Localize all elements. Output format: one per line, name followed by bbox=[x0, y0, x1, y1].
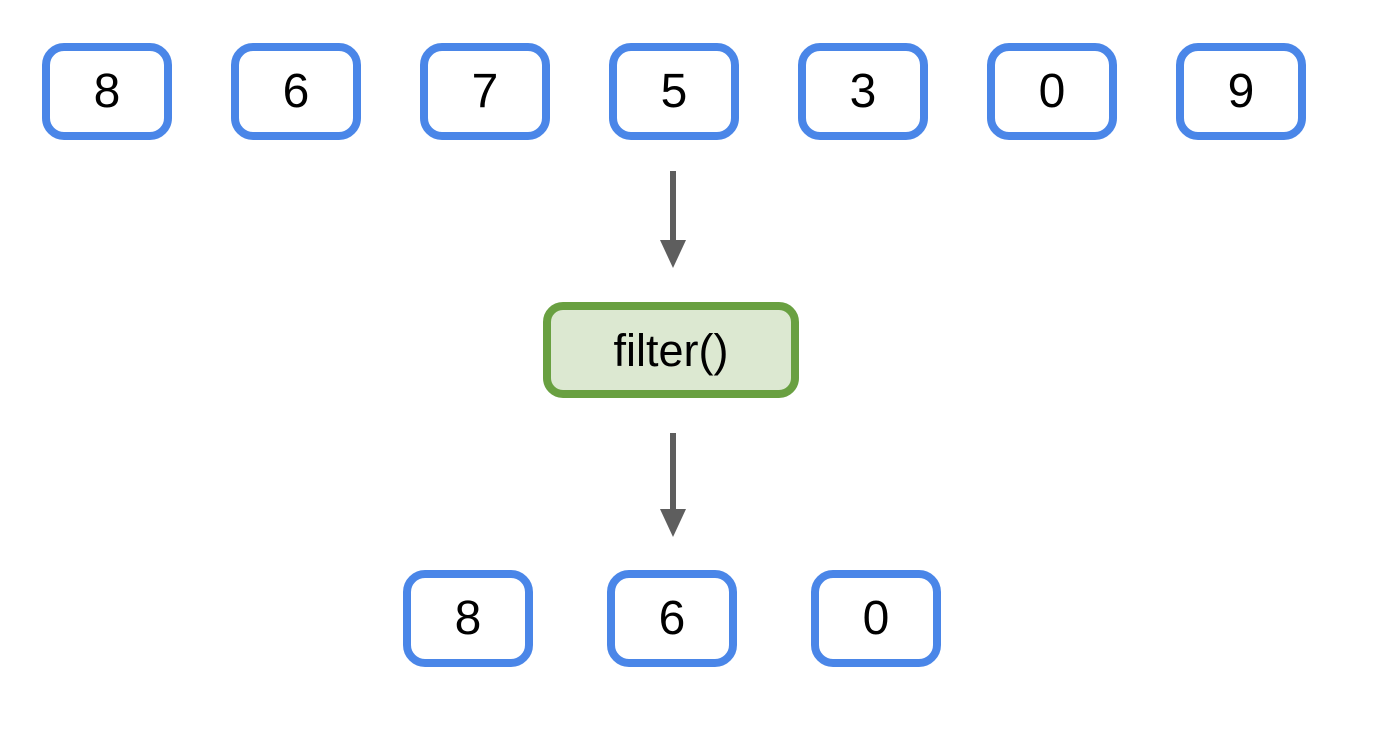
output-box-3: 0 bbox=[811, 570, 941, 667]
arrow-head bbox=[660, 240, 686, 268]
arrow-down-icon-top bbox=[660, 171, 686, 268]
filter-function-box: filter() bbox=[543, 302, 799, 398]
arrow-shaft bbox=[670, 171, 676, 240]
input-value-4: 5 bbox=[660, 64, 688, 118]
input-box-7: 9 bbox=[1176, 43, 1306, 140]
input-value-3: 7 bbox=[471, 64, 499, 118]
arrow-shaft bbox=[670, 433, 676, 509]
input-box-4: 5 bbox=[609, 43, 739, 140]
input-value-5: 3 bbox=[849, 64, 877, 118]
input-array-row: 8 6 7 5 3 0 9 bbox=[42, 43, 1306, 140]
output-box-1: 8 bbox=[403, 570, 533, 667]
input-box-3: 7 bbox=[420, 43, 550, 140]
output-array-row: 8 6 0 bbox=[403, 570, 941, 667]
output-box-2: 6 bbox=[607, 570, 737, 667]
input-box-2: 6 bbox=[231, 43, 361, 140]
input-value-1: 8 bbox=[93, 64, 121, 118]
input-box-1: 8 bbox=[42, 43, 172, 140]
input-box-6: 0 bbox=[987, 43, 1117, 140]
output-value-3: 0 bbox=[862, 591, 890, 645]
filter-function-label: filter() bbox=[613, 324, 729, 376]
output-value-1: 8 bbox=[454, 591, 482, 645]
output-value-2: 6 bbox=[658, 591, 686, 645]
arrow-down-icon-bottom bbox=[660, 433, 686, 537]
input-value-2: 6 bbox=[282, 64, 310, 118]
input-box-5: 3 bbox=[798, 43, 928, 140]
input-value-6: 0 bbox=[1038, 64, 1066, 118]
arrow-head bbox=[660, 509, 686, 537]
input-value-7: 9 bbox=[1227, 64, 1255, 118]
